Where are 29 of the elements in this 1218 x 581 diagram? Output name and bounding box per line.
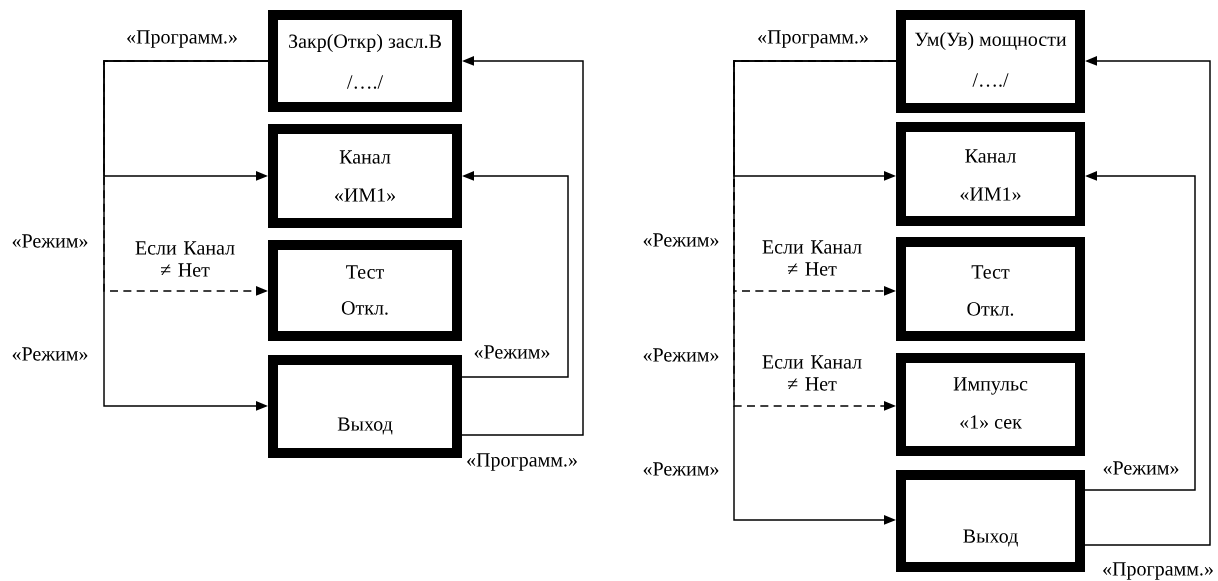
arrow [461,171,569,378]
arrow [1084,171,1196,491]
mode-label: «Режим» [12,234,88,248]
mode-label: «Режим» [643,462,719,476]
mode-label: «Режим» [12,347,88,361]
process-box: Выход [268,355,462,458]
edge-label: «Программ.» [467,453,577,471]
arrow [103,60,269,411]
edge-label: «Программ.» [758,30,868,48]
edge-label: «Программ.» [1103,562,1213,580]
mode-label: «Режим» [643,233,719,247]
arrow [733,60,897,525]
process-box: Тест Откл. [896,237,1085,341]
process-box: Выход [896,470,1085,572]
edge-label: «Режим» [1103,461,1179,475]
edge-label: Если Канал ≠ Нет [135,241,235,277]
edge-label: Если Канал ≠ Нет [762,355,862,391]
edge-label: «Программ.» [127,30,237,48]
edge-label: Если Канал ≠ Нет [762,240,862,276]
process-box: Ум(Ув) мощности /…./ [896,10,1085,113]
process-box: Канал «ИМ1» [896,122,1085,226]
process-box: Импульс «1» сек [896,353,1085,456]
edge-label: «Режим» [474,345,550,359]
arrow [461,56,584,436]
process-box: Тест Откл. [268,240,462,341]
process-box: Канал «ИМ1» [268,124,462,228]
mode-label: «Режим» [643,348,719,362]
process-box: Закр(Откр) засл.В /…./ [268,10,462,112]
arrow [1084,56,1211,546]
